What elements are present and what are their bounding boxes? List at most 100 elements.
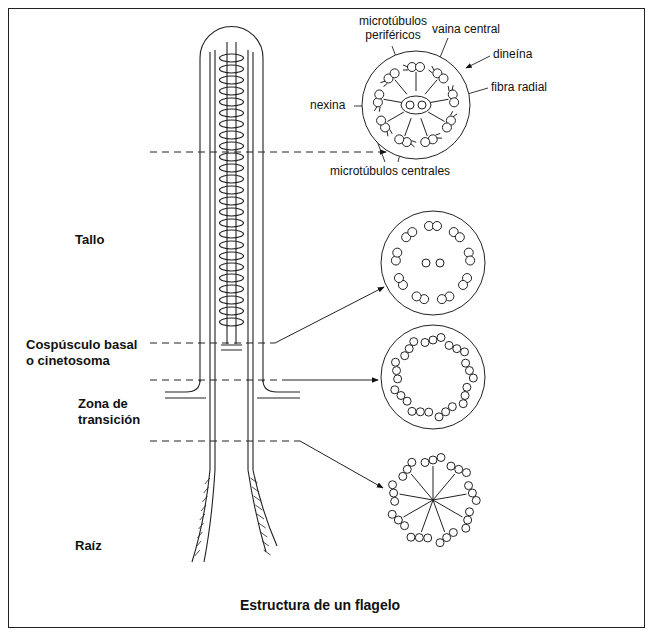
striation xyxy=(205,478,210,484)
peripheral-microtubules xyxy=(210,50,253,470)
coil-turn xyxy=(220,153,244,161)
coil-turn xyxy=(220,285,244,293)
radial-spoke xyxy=(400,494,433,500)
coil-turn xyxy=(220,241,244,249)
radial-spoke xyxy=(433,500,445,532)
microtubule xyxy=(442,123,451,132)
part-label: dineína xyxy=(493,47,532,61)
microtubule xyxy=(462,524,470,532)
striation xyxy=(199,523,204,529)
microtubule xyxy=(408,228,417,237)
microtubule xyxy=(395,135,404,144)
coil-turn xyxy=(220,307,244,315)
root-fibre xyxy=(192,470,215,562)
membrane xyxy=(381,325,485,429)
microtubule xyxy=(437,454,445,462)
central-microtubule xyxy=(418,101,426,109)
microtubule xyxy=(399,472,407,480)
microtubule xyxy=(459,280,468,289)
membrane xyxy=(362,51,470,159)
region-label: Zona de transición xyxy=(78,396,174,427)
striation xyxy=(200,514,205,520)
dynein-arm xyxy=(448,85,453,91)
microtubule xyxy=(388,510,396,518)
section-line xyxy=(150,343,275,344)
microtubule xyxy=(447,462,455,470)
dynein-arm xyxy=(429,66,435,73)
radial-spoke xyxy=(421,118,427,136)
coil-turn xyxy=(220,219,244,227)
microtubule xyxy=(416,408,424,416)
part-label: microtúbulos periféricos xyxy=(350,14,436,43)
coil-turn xyxy=(220,65,244,73)
microtubule xyxy=(469,374,477,382)
radial-spoke xyxy=(395,80,407,95)
dynein-arm xyxy=(403,65,408,70)
figure-caption: Estructura de un flagelo xyxy=(0,597,646,614)
striation xyxy=(204,487,209,493)
dynein-arm xyxy=(435,133,441,138)
radial-spoke xyxy=(405,118,411,136)
coil-turn xyxy=(220,87,244,95)
microtubule xyxy=(464,516,472,524)
radial-spoke xyxy=(430,99,449,102)
microtubule xyxy=(394,375,402,383)
microtubule xyxy=(435,413,443,421)
striation xyxy=(255,505,262,510)
microtubule xyxy=(437,334,445,342)
central-sheath-coil xyxy=(220,54,244,326)
cross-section xyxy=(381,325,485,429)
frame xyxy=(9,9,645,628)
striation xyxy=(259,523,266,528)
central-microtubule xyxy=(406,101,414,109)
coil-turn xyxy=(220,131,244,139)
microtubule xyxy=(463,383,471,391)
striation xyxy=(197,532,202,538)
radial-spoke xyxy=(433,500,462,517)
radial-spoke xyxy=(428,112,444,122)
region-label: Cospúsculo basal o cinetosoma xyxy=(26,337,148,368)
coil-turn xyxy=(220,76,244,84)
microtubule xyxy=(450,98,459,107)
membrane xyxy=(381,211,485,315)
microtubule xyxy=(439,74,448,83)
microtubule xyxy=(394,274,403,283)
dynein-arm xyxy=(380,81,387,87)
flagellum-drawing xyxy=(165,27,300,563)
label-leaders xyxy=(354,38,490,162)
microtubule xyxy=(465,367,473,375)
dynein-arm xyxy=(387,129,392,136)
part-label: nexina xyxy=(310,98,345,112)
cell-membrane xyxy=(263,380,300,392)
striation xyxy=(201,505,206,511)
microtubule xyxy=(377,116,386,125)
microtubule xyxy=(462,359,470,367)
radial-spoke xyxy=(404,500,433,517)
coil-turn xyxy=(220,252,244,260)
coil-turn xyxy=(220,296,244,304)
microtubule xyxy=(405,345,413,353)
dynein-arm xyxy=(411,141,417,147)
section-line xyxy=(150,441,300,442)
coil-turn xyxy=(220,98,244,106)
radial-spoke xyxy=(411,474,433,500)
microtubule xyxy=(465,508,473,516)
coil-turn xyxy=(220,197,244,205)
striation xyxy=(195,550,200,556)
coil-turn xyxy=(220,109,244,117)
radial-spoke xyxy=(433,466,434,500)
striation xyxy=(262,541,269,546)
coil-turn xyxy=(220,120,244,128)
part-label: microtúbulos centrales xyxy=(330,164,450,178)
leader-line xyxy=(466,56,490,68)
radial-spoke xyxy=(425,80,437,95)
section-pointers xyxy=(150,152,386,488)
microtubule xyxy=(445,341,453,349)
microtubule xyxy=(429,336,437,344)
microtubule xyxy=(408,458,416,466)
coil-turn xyxy=(220,186,244,194)
striation xyxy=(257,514,264,519)
cross-section xyxy=(381,211,485,315)
coil-turn xyxy=(220,318,244,326)
